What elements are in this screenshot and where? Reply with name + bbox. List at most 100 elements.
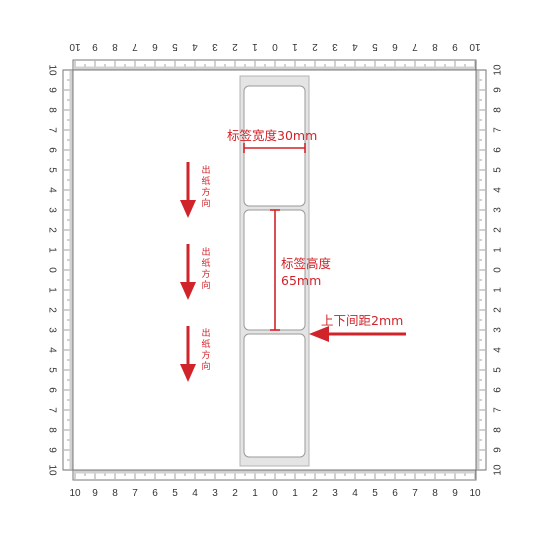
feed-direction-char: 方 [201, 186, 210, 198]
ruler-number: 1 [292, 488, 298, 499]
down-arrow-icon [180, 364, 196, 382]
ruler-number: 5 [493, 167, 504, 173]
ruler-number: 9 [493, 447, 504, 453]
ruler-number: 4 [352, 41, 358, 52]
ruler-number: 1 [292, 41, 298, 52]
ruler-number: 9 [92, 488, 98, 499]
ruler-number: 5 [172, 488, 178, 499]
ruler-number: 7 [412, 488, 418, 499]
ruler-number: 10 [47, 64, 58, 76]
ruler-number: 0 [493, 267, 504, 273]
ruler-number: 10 [69, 41, 81, 52]
height-dimension: 标签高度 65mm [270, 209, 332, 331]
ruler-number: 5 [47, 167, 58, 173]
ruler-frame [62, 59, 487, 481]
height-label-line2: 65mm [281, 273, 321, 288]
feed-direction-char: 向 [201, 360, 210, 372]
ruler-number: 5 [372, 41, 378, 52]
ruler-number: 8 [493, 427, 504, 433]
ruler-number: 8 [47, 107, 58, 113]
ruler-number: 8 [112, 41, 118, 52]
feed-direction-char: 出 [201, 164, 210, 176]
ruler-number: 2 [47, 227, 58, 233]
ruler-number: 0 [272, 488, 278, 499]
ruler-number: 10 [69, 488, 81, 499]
ruler-number: 4 [493, 187, 504, 193]
ruler-number: 1 [252, 41, 258, 52]
ruler-number: 1 [47, 247, 58, 253]
label-1 [243, 85, 306, 207]
feed-direction-char: 方 [201, 349, 210, 361]
ruler-number: 3 [332, 488, 338, 499]
ruler-number: 0 [272, 41, 278, 52]
ruler-number: 3 [493, 327, 504, 333]
ruler-number: 4 [47, 347, 58, 353]
ruler-number: 5 [372, 488, 378, 499]
ruler-number: 6 [47, 387, 58, 393]
ruler-number: 0 [47, 267, 58, 273]
ruler-number: 2 [312, 488, 318, 499]
ruler-number: 7 [493, 127, 504, 133]
ruler-number: 2 [312, 41, 318, 52]
ruler-number: 6 [493, 147, 504, 153]
label-3 [243, 333, 306, 458]
ruler-number: 8 [432, 488, 438, 499]
ruler-number: 9 [452, 41, 458, 52]
ruler-number: 10 [469, 488, 481, 499]
ruler-number: 8 [432, 41, 438, 52]
ruler-number: 4 [352, 488, 358, 499]
ruler-number: 3 [47, 207, 58, 213]
ruler-number: 2 [493, 307, 504, 313]
feed-direction-char: 出 [201, 327, 210, 339]
ruler-number: 8 [47, 427, 58, 433]
ruler-number: 3 [332, 41, 338, 52]
ruler-number: 1 [493, 247, 504, 253]
width-label: 标签宽度30mm [227, 128, 317, 143]
ruler-number: 7 [412, 41, 418, 52]
ruler-number: 7 [493, 407, 504, 413]
ruler-number: 8 [112, 488, 118, 499]
feed-direction-char: 纸 [201, 257, 210, 269]
down-arrow-icon [180, 200, 196, 218]
ruler-number: 6 [392, 41, 398, 52]
ruler-number: 6 [392, 488, 398, 499]
top-ruler [72, 59, 477, 71]
ruler-number: 3 [493, 207, 504, 213]
ruler-number: 1 [493, 287, 504, 293]
ruler-number: 3 [212, 488, 218, 499]
width-dimension: 标签宽度30mm [227, 128, 317, 153]
feed-direction-char: 纸 [201, 175, 210, 187]
ruler-number: 9 [493, 87, 504, 93]
ruler-number: 4 [493, 347, 504, 353]
ruler-number: 3 [212, 41, 218, 52]
feed-direction-char: 出 [201, 246, 210, 258]
ruler-number: 8 [493, 107, 504, 113]
ruler-number: 5 [172, 41, 178, 52]
ruler-number: 4 [47, 187, 58, 193]
ruler-number: 7 [47, 407, 58, 413]
feed-direction-char: 方 [201, 268, 210, 280]
feed-direction-char: 向 [201, 279, 210, 291]
ruler-number: 5 [47, 367, 58, 373]
ruler-number: 7 [132, 41, 138, 52]
ruler-number: 7 [132, 488, 138, 499]
ruler-number: 10 [493, 64, 504, 76]
ruler-number: 6 [152, 41, 158, 52]
height-label-line1: 标签高度 [281, 256, 332, 271]
ruler-number: 2 [232, 41, 238, 52]
feed-direction-char: 向 [201, 197, 210, 209]
gap-arrow-icon [309, 326, 329, 342]
ruler-number: 6 [493, 387, 504, 393]
gap-label: 上下间距2mm [321, 313, 403, 328]
ruler-number: 6 [152, 488, 158, 499]
ruler-ticks [64, 61, 485, 479]
ruler-number: 2 [47, 307, 58, 313]
ruler-number: 9 [47, 87, 58, 93]
